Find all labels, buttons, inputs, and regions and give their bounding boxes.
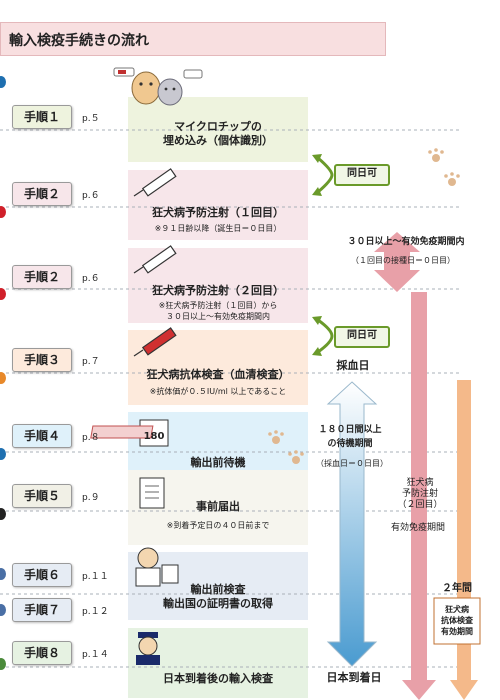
calendar-number: 180: [143, 431, 165, 442]
document-icon: [139, 477, 165, 509]
immunity-label: 有効免疫期間: [390, 523, 445, 533]
arrow-30-days: [374, 232, 420, 292]
step-4-page: p.８: [82, 433, 100, 443]
step-8-dot: [0, 658, 6, 670]
two-years-box-text: 狂犬病 抗体検査 有効期間: [441, 605, 473, 636]
inspector-icon: [135, 547, 179, 587]
syringe-icon-1: [133, 168, 177, 197]
step-2b-button[interactable]: 手順２: [12, 265, 72, 289]
two-years-box: [433, 597, 481, 645]
panel-title: 狂犬病予防注射（２回目）: [152, 284, 284, 297]
page-title: 輸入検疫手続きの流れ: [9, 33, 149, 49]
panel-note: ※９１日齢以降（誕生日＝０日目）: [154, 224, 282, 233]
interval-30-sub: （１回目の接種日＝０日目）: [351, 256, 455, 265]
panel-title: 輸出前検査 輸出国の証明書の取得: [163, 583, 273, 610]
page-header: 輸入検疫手続きの流れ: [0, 22, 386, 56]
step-2-button[interactable]: 手順２: [12, 182, 72, 206]
panel-note: ※抗体価が０.５IU/ml 以上であること: [149, 387, 287, 396]
panel-note: ※到着予定日の４０日前まで: [166, 521, 270, 530]
wait-180-sub: （採血日＝０日目）: [316, 459, 388, 468]
panel-title: 事前届出: [196, 500, 240, 513]
step-2b-page: p.６: [82, 274, 100, 284]
step-7-dot: [0, 604, 6, 616]
arrow-180-days: [326, 381, 378, 667]
step-4-button[interactable]: 手順４: [12, 424, 72, 448]
panel-title: マイクロチップの 埋め込み（個体識別）: [163, 120, 273, 147]
vaccine-2-label: 狂犬病 予防注射 （２回目）: [397, 478, 443, 510]
step-3-dot: [0, 372, 6, 384]
same-day-badge-1: 同日可: [334, 164, 390, 186]
panel-title: 狂犬病予防注射（１回目）: [152, 206, 284, 219]
panel-note: ※狂犬病予防注射（１回目）から ３０日以上～有効免疫期間内: [158, 301, 278, 321]
pet-illustration: [113, 67, 203, 106]
arrival-day-label: 日本到着日: [326, 671, 382, 684]
step-1-dot: [0, 76, 6, 88]
step-1-page: p.５: [82, 114, 100, 124]
step-5-dot: [0, 508, 6, 520]
step-8-button[interactable]: 手順８: [12, 641, 72, 665]
panel-title: 日本到着後の輸入検査: [163, 672, 273, 685]
step-8-page: p.１４: [82, 650, 109, 660]
step-3-page: p.７: [82, 357, 100, 367]
step-2-dot: [0, 206, 6, 218]
arrow-two-years: [450, 380, 478, 700]
blood-day-label: 採血日: [336, 359, 370, 372]
step-1-button[interactable]: 手順１: [12, 105, 72, 129]
same-day-brackets: [317, 156, 334, 354]
same-day-badge-2: 同日可: [334, 326, 390, 348]
panel-title: 輸出前待機: [190, 456, 246, 469]
officer-icon: [136, 632, 160, 665]
step-5-page: p.９: [82, 493, 100, 503]
step-6-button[interactable]: 手順６: [12, 563, 72, 587]
step-5-button[interactable]: 手順５: [12, 484, 72, 508]
syringe-icon-2: [133, 245, 177, 274]
calendar-icon: [90, 419, 169, 447]
paw-icons: [268, 148, 460, 464]
step-4-dot: [0, 448, 6, 460]
wait-180-label: １８０日間以上 の待機期間: [318, 425, 382, 449]
step-7-button[interactable]: 手順７: [12, 598, 72, 622]
step-2-page: p.６: [82, 191, 100, 201]
separators: [0, 129, 460, 668]
syringe-icon-blood: [133, 327, 177, 357]
step-6-dot: [0, 568, 6, 580]
step-3-button[interactable]: 手順３: [12, 348, 72, 372]
arrow-immunity: [402, 292, 436, 700]
two-years-label: ２年間: [442, 583, 472, 594]
panel-title: 狂犬病抗体検査（血清検査）: [146, 368, 290, 381]
step-6-page: p.１１: [82, 572, 109, 582]
step-2b-dot: [0, 288, 6, 300]
interval-30-label: ３０日以上～有効免疫期間内: [347, 237, 465, 247]
step-7-page: p.１２: [82, 607, 109, 617]
